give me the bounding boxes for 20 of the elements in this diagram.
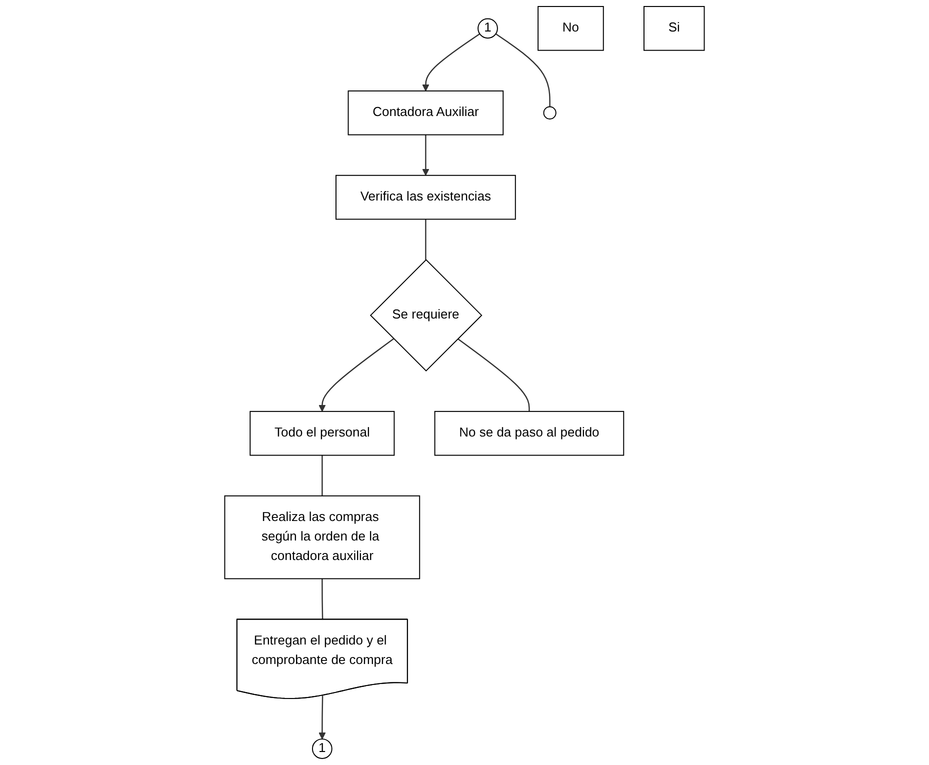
node-box: Todo el personal xyxy=(250,410,395,456)
arrow xyxy=(318,696,326,740)
arrow xyxy=(422,33,480,92)
connector xyxy=(322,455,323,496)
node-circle xyxy=(543,106,556,120)
connector xyxy=(425,219,426,260)
node-box: No se da paso al pedido xyxy=(434,410,624,456)
node-circle: 1 xyxy=(312,738,332,759)
node-box: Verifica las existencias xyxy=(336,174,516,220)
node-box: Contadora Auxiliar xyxy=(348,90,504,136)
node-diamond: Se requiere xyxy=(370,259,482,372)
node-box: Realiza las compras según la orden de la contadora auxiliar xyxy=(224,495,420,580)
connector xyxy=(495,33,550,107)
connector xyxy=(457,338,530,412)
node-box: Si xyxy=(644,6,705,51)
node-box: No xyxy=(538,6,604,51)
arrow xyxy=(318,338,394,412)
node-circle: 1 xyxy=(478,18,498,39)
arrow xyxy=(422,134,430,176)
connector xyxy=(322,578,324,620)
